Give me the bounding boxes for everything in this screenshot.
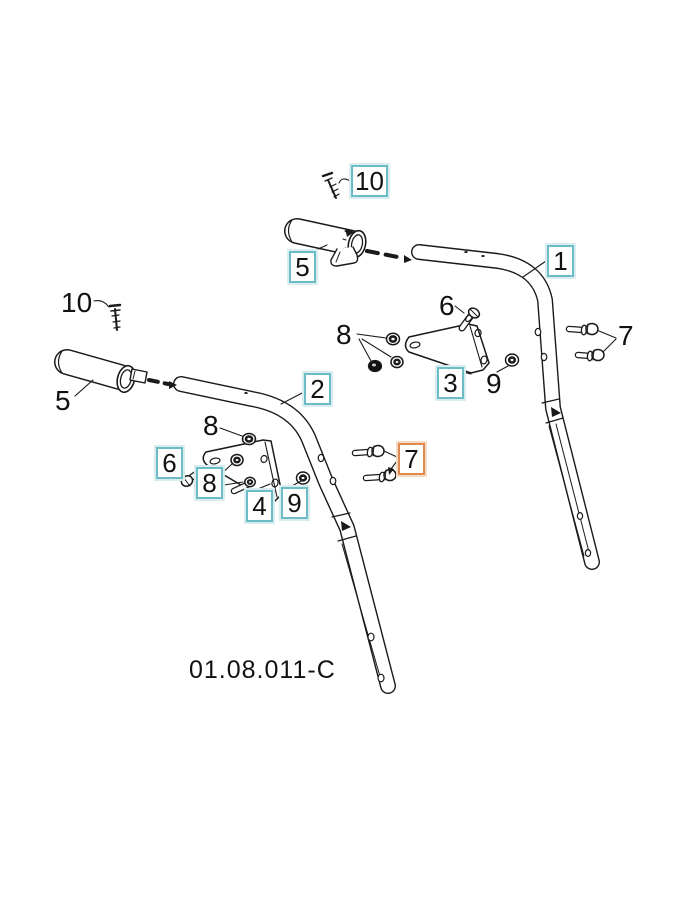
leader-lines [74, 178, 617, 490]
washer-9-top [504, 353, 520, 367]
bracket-upper [404, 323, 490, 374]
callout-6-top: 6 [439, 290, 455, 321]
bracket-lower [202, 439, 283, 502]
callout-5-left: 5 [55, 385, 71, 416]
callout-8-mid: 8 [203, 410, 219, 441]
washer-9-left [295, 471, 311, 485]
handle-tube-right [411, 244, 600, 570]
callout-7-selected[interactable]: 7 [398, 443, 425, 475]
callout-5-top[interactable]: 5 [289, 251, 316, 283]
callout-10-left: 10 [61, 287, 93, 318]
grip-left [54, 349, 177, 394]
nut-8-mid [241, 432, 257, 446]
handle-tube-left [173, 376, 396, 694]
nut-washer-group-8-top [367, 332, 404, 373]
callout-9-left[interactable]: 9 [281, 487, 308, 519]
callout-2[interactable]: 2 [304, 373, 331, 405]
bolts-7-right [565, 322, 605, 362]
drawing-code: 01.08.011-C [189, 656, 336, 684]
screw-10-top [321, 171, 340, 199]
grip-top [284, 218, 412, 267]
callout-3[interactable]: 3 [437, 367, 464, 399]
callout-8-left[interactable]: 8 [196, 467, 223, 499]
callout-7-right: 7 [618, 320, 634, 351]
screw-10-left [108, 303, 122, 331]
bolt-upper-6 [458, 307, 481, 332]
callout-8-top: 8 [336, 319, 352, 350]
callout-6-left[interactable]: 6 [156, 447, 183, 479]
callout-1[interactable]: 1 [547, 245, 574, 277]
callout-9-top: 9 [486, 368, 502, 399]
callout-10-top[interactable]: 10 [351, 165, 388, 197]
callout-4[interactable]: 4 [246, 490, 273, 522]
bolts-7-selected [351, 444, 397, 483]
